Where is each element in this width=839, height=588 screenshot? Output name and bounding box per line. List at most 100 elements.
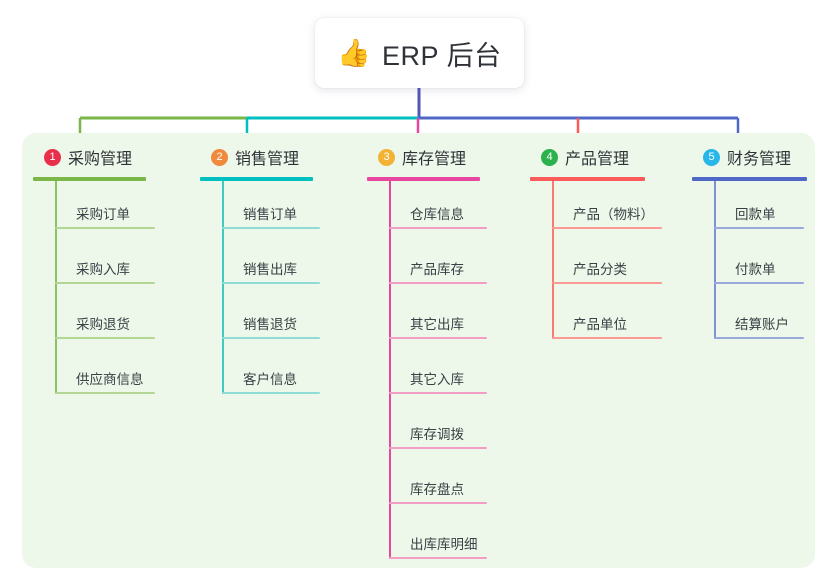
branch-item-list: 回款单付款单结算账户 <box>692 181 807 346</box>
branch-item[interactable]: 其它出库 <box>389 291 487 346</box>
branch-item-list: 产品（物料） 产品分类产品单位 <box>530 181 662 346</box>
branch-item-rule <box>389 447 487 449</box>
branch-number-badge: 5 <box>703 148 720 166</box>
branch-item-list: 采购订单采购入库采购退货供应商信息 <box>33 181 155 401</box>
branch-item[interactable]: 回款单 <box>714 181 807 236</box>
branch-column-3[interactable]: 3 库存管理仓库信息产品库存其它出库其它入库库存调拨库存盘点出库库明细 <box>367 145 487 566</box>
branch-item-label: 出库库明细 <box>410 537 478 552</box>
branch-item-label: 采购订单 <box>76 207 130 222</box>
branch-item[interactable]: 供应商信息 <box>55 346 155 401</box>
branch-item-rule <box>714 337 804 339</box>
branch-header-rule <box>692 177 807 181</box>
branch-item-label: 销售出库 <box>243 262 297 277</box>
branch-column-2[interactable]: 2 销售管理销售订单销售出库销售退货客户信息 <box>200 145 320 401</box>
branch-item[interactable]: 产品库存 <box>389 236 487 291</box>
branch-number-badge: 3 <box>378 148 395 166</box>
branch-item-label: 产品库存 <box>410 262 464 277</box>
branch-item[interactable]: 销售出库 <box>222 236 320 291</box>
branch-item-rule <box>222 282 320 284</box>
branch-item[interactable]: 产品（物料） <box>552 181 662 236</box>
branch-item[interactable]: 付款单 <box>714 236 807 291</box>
branch-item[interactable]: 结算账户 <box>714 291 807 346</box>
branch-item-rule <box>552 337 662 339</box>
branch-item-rule <box>389 227 487 229</box>
branch-item-label: 其它出库 <box>410 317 464 332</box>
branch-item-rule <box>222 337 320 339</box>
branch-column-5[interactable]: 5 财务管理回款单付款单结算账户 <box>692 145 807 346</box>
branch-item-rule <box>714 282 804 284</box>
branch-item-rule <box>389 557 487 559</box>
root-title: ERP 后台 <box>382 40 502 71</box>
branch-item-rule <box>55 227 155 229</box>
branch-item[interactable]: 仓库信息 <box>389 181 487 236</box>
branch-header-2[interactable]: 2 销售管理 <box>200 145 313 169</box>
branch-title: 销售管理 <box>235 151 300 168</box>
branch-item-rule <box>552 227 662 229</box>
branch-item-rule <box>389 502 487 504</box>
branch-item[interactable]: 其它入库 <box>389 346 487 401</box>
branch-number-badge: 4 <box>541 148 558 166</box>
branch-item-label: 其它入库 <box>410 372 464 387</box>
branch-item[interactable]: 销售订单 <box>222 181 320 236</box>
branch-item-rule <box>222 227 320 229</box>
branch-item-label: 仓库信息 <box>410 207 464 222</box>
thumbs-up-icon: 👍 <box>337 37 372 69</box>
branch-header-1[interactable]: 1 采购管理 <box>33 145 146 169</box>
branch-item-rule <box>55 337 155 339</box>
branch-spine <box>55 181 57 394</box>
branch-item[interactable]: 出库库明细 <box>389 511 487 566</box>
branch-item-label: 产品（物料） <box>573 207 654 222</box>
branch-spine <box>714 181 716 339</box>
branch-title: 采购管理 <box>68 151 133 168</box>
branch-title: 库存管理 <box>402 151 467 168</box>
branch-item-label: 回款单 <box>735 207 776 222</box>
branch-title: 财务管理 <box>727 151 792 168</box>
branch-column-1[interactable]: 1 采购管理采购订单采购入库采购退货供应商信息 <box>33 145 155 401</box>
branch-column-4[interactable]: 4 产品管理产品（物料） 产品分类产品单位 <box>530 145 662 346</box>
branch-panel <box>22 133 815 568</box>
branch-item-rule <box>552 282 662 284</box>
branch-spine <box>389 181 391 559</box>
branch-item[interactable]: 产品单位 <box>552 291 662 346</box>
branch-item-rule <box>389 392 487 394</box>
branch-spine <box>552 181 554 339</box>
branch-item-label: 付款单 <box>735 262 776 277</box>
branch-item-label: 客户信息 <box>243 372 297 387</box>
branch-item[interactable]: 库存盘点 <box>389 456 487 511</box>
branch-item-label: 采购退货 <box>76 317 130 332</box>
branch-item-list: 销售订单销售出库销售退货客户信息 <box>200 181 320 401</box>
branch-item-label: 产品分类 <box>573 262 627 277</box>
branch-item[interactable]: 库存调拨 <box>389 401 487 456</box>
branch-item[interactable]: 产品分类 <box>552 236 662 291</box>
branch-item-rule <box>55 282 155 284</box>
branch-item-rule <box>389 282 487 284</box>
branch-header-4[interactable]: 4 产品管理 <box>530 145 645 169</box>
branch-item[interactable]: 销售退货 <box>222 291 320 346</box>
branch-item[interactable]: 采购入库 <box>55 236 155 291</box>
branch-item-label: 库存调拨 <box>410 427 464 442</box>
branch-item-label: 结算账户 <box>735 317 789 332</box>
branch-item[interactable]: 采购订单 <box>55 181 155 236</box>
branch-item-label: 供应商信息 <box>76 372 144 387</box>
branch-item-label: 采购入库 <box>76 262 130 277</box>
branch-title: 产品管理 <box>565 151 630 168</box>
branch-item[interactable]: 采购退货 <box>55 291 155 346</box>
branch-item-rule <box>389 337 487 339</box>
branch-item-label: 产品单位 <box>573 317 627 332</box>
branch-header-rule <box>33 177 146 181</box>
root-node[interactable]: 👍 ERP 后台 <box>315 18 524 88</box>
branch-header-5[interactable]: 5 财务管理 <box>692 145 807 169</box>
branch-item-list: 仓库信息产品库存其它出库其它入库库存调拨库存盘点出库库明细 <box>367 181 487 566</box>
branch-spine <box>222 181 224 394</box>
branch-item-label: 销售订单 <box>243 207 297 222</box>
branch-item-rule <box>55 392 155 394</box>
branch-item[interactable]: 客户信息 <box>222 346 320 401</box>
branch-header-rule <box>367 177 480 181</box>
branch-header-3[interactable]: 3 库存管理 <box>367 145 480 169</box>
branch-item-label: 库存盘点 <box>410 482 464 497</box>
branch-item-rule <box>222 392 320 394</box>
branch-number-badge: 2 <box>211 148 228 166</box>
branch-header-rule <box>200 177 313 181</box>
branch-number-badge: 1 <box>44 148 61 166</box>
